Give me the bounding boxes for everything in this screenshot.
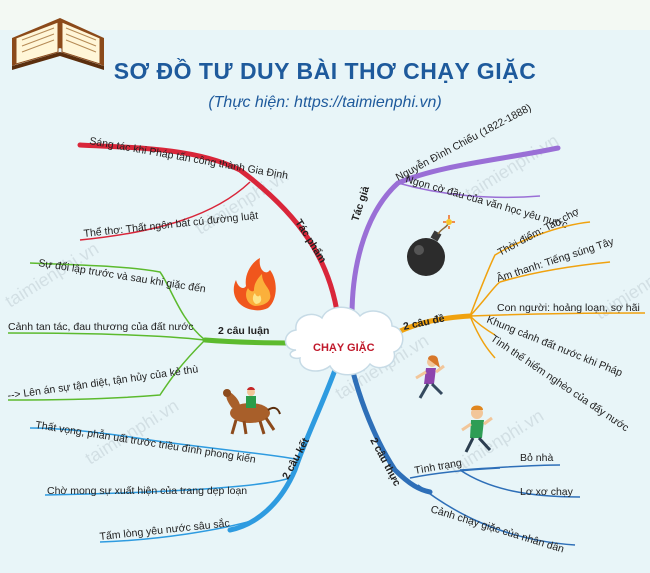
branch-item: Lơ xơ chạy xyxy=(520,486,574,498)
branch-item: Cảnh chạy giặc của nhân dân xyxy=(429,503,566,555)
page-subtitle: (Thực hiện: https://taimienphi.vn) xyxy=(208,94,442,111)
branch-label-tac-gia: Tác giả xyxy=(349,185,372,223)
branch-label-2-cau-thuc: 2 câu thực xyxy=(367,436,403,489)
cloud-icon xyxy=(284,306,404,376)
branch-label-2-cau-ket: 2 câu kết xyxy=(280,436,312,482)
branch-item: Thể thơ: Thất ngôn bát cú đường luật xyxy=(83,210,259,240)
branch-item: Sáng tác khi Pháp tấn công thành Gia Địn… xyxy=(88,135,289,182)
branch-tac-pham: Tác phẩm Sáng tác khi Pháp tấn công thàn… xyxy=(77,135,341,321)
fire-icon xyxy=(233,258,276,311)
header-band xyxy=(0,0,650,30)
branch-2-cau-ket: 2 câu kết Thất vọng, phẫn uất trước triề… xyxy=(29,367,338,543)
branch-item: Chờ mong sự xuất hiện của trang dẹp loạn xyxy=(47,485,247,497)
branch-item: Cảnh tan tác, đau thương của đất nước xyxy=(8,321,193,333)
branch-label-tac-pham: Tác phẩm xyxy=(292,217,328,265)
branch-tac-gia: Tác giả Nguyễn Đình Chiểu (1822-1888) Ng… xyxy=(349,101,569,319)
book-icon xyxy=(12,18,104,70)
branch-label-2-cau-de: 2 câu đề xyxy=(402,312,446,333)
page-title: SƠ ĐỒ TƯ DUY BÀI THƠ CHẠY GIẶC xyxy=(113,58,537,84)
branch-item: Bỏ nhà xyxy=(520,452,553,464)
branch-item: Tấm lòng yêu nước sâu sắc xyxy=(99,516,230,543)
bomb-icon xyxy=(407,215,455,276)
branch-item: Con người: hoảng loạn, sợ hãi xyxy=(497,302,640,314)
horse-rider-icon xyxy=(223,387,281,435)
branch-label-2-cau-luan: 2 câu luận xyxy=(218,325,269,337)
center-topic: CHẠY GIẶC xyxy=(313,341,375,354)
running-woman-icon xyxy=(415,355,445,399)
running-boy-icon xyxy=(461,405,493,453)
